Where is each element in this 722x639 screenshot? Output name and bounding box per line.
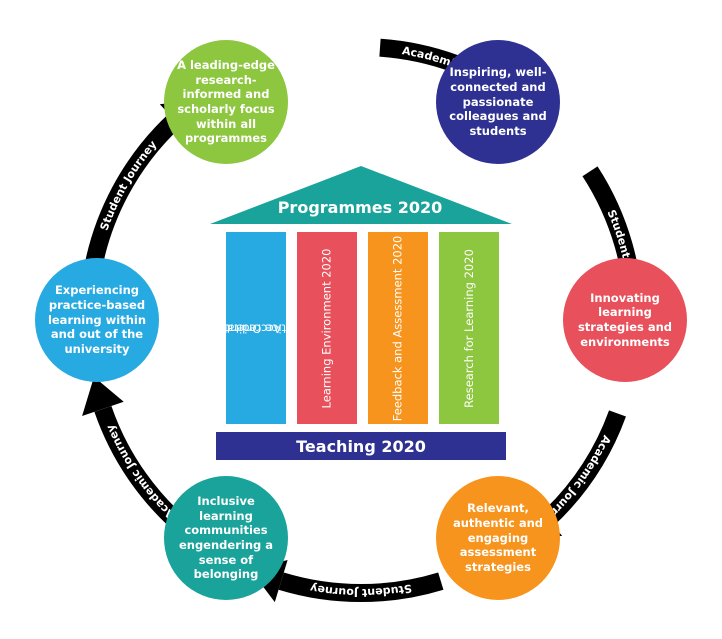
node-research-focus-label: A leading-edge research-informed and sch… bbox=[177, 57, 275, 146]
temple-base: Teaching 2020 bbox=[216, 432, 506, 460]
node-colleagues: Inspiring, well-connected and passionate… bbox=[436, 40, 560, 164]
node-research-focus: A leading-edge research-informed and sch… bbox=[164, 40, 288, 164]
journey-arrow-shaft bbox=[82, 113, 181, 279]
pillar-research-for-learning: Research for Learning 2020 bbox=[439, 232, 499, 424]
node-practice-based: Experiencing practice-based learning wit… bbox=[35, 258, 159, 382]
journey-arrow-label: Student Journey bbox=[98, 138, 160, 232]
pillar-research-for-learning-label: Research for Learning 2020 bbox=[461, 248, 476, 408]
node-inclusive-label: Inclusive learning communities engenderi… bbox=[178, 493, 274, 582]
node-assessment: Relevant, authentic and engaging assessm… bbox=[436, 476, 560, 600]
pillar-learning-environment-label: Learning Environment 2020 bbox=[319, 248, 334, 408]
node-learning-strategies: Innovating learning strategies and envir… bbox=[563, 258, 687, 382]
journey-arrow-shaft bbox=[540, 410, 626, 527]
node-practice-based-label: Experiencing practice-based learning wit… bbox=[47, 283, 147, 357]
temple-roof bbox=[210, 166, 512, 224]
pillar-feedback-assessment-label: Feedback and Assessment 2020 bbox=[390, 235, 405, 421]
temple-base-label: Teaching 2020 bbox=[296, 436, 426, 456]
journey-arrow-label: Student Journey bbox=[309, 581, 413, 599]
journey-arrow-shaft bbox=[278, 572, 444, 603]
node-colleagues-label: Inspiring, well-connected and passionate… bbox=[449, 65, 547, 139]
pillar-learning-environment: Learning Environment 2020 bbox=[297, 232, 357, 424]
pillar-feedback-assessment: Feedback and Assessment 2020 bbox=[368, 232, 428, 424]
journey-arrow-label: Academic Journey bbox=[104, 423, 178, 522]
journey-arrow-head bbox=[82, 376, 124, 416]
node-learning-strategies-label: Innovating learning strategies and envir… bbox=[577, 290, 673, 349]
node-assessment-label: Relevant, authentic and engaging assessm… bbox=[452, 501, 544, 575]
temple-roof-label: Programmes 2020 bbox=[277, 198, 443, 217]
node-inclusive: Inclusive learning communities engenderi… bbox=[164, 476, 288, 600]
